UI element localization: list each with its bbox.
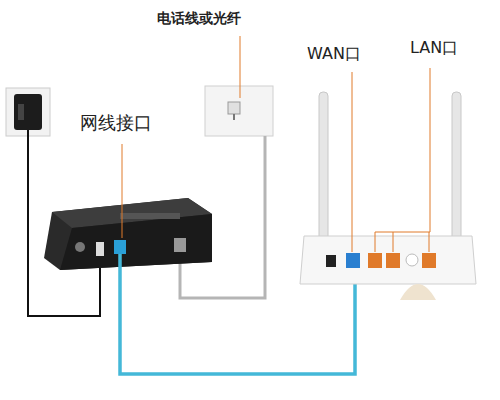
jack-plug <box>233 114 235 120</box>
router-lan-port <box>422 253 436 268</box>
lan-bracket <box>429 232 430 252</box>
jack-port <box>228 102 240 114</box>
port-label: WAN口 <box>305 44 363 63</box>
wall-jack <box>205 86 273 136</box>
router-wan-port <box>346 253 360 268</box>
leader-line <box>240 36 241 98</box>
modem-body <box>44 198 212 270</box>
router-power-port <box>326 255 336 267</box>
port-label: LAN口 <box>408 38 460 57</box>
leader-line <box>122 144 123 238</box>
lan-bracket <box>393 232 394 252</box>
cable-label: 电话线或光纤 <box>155 10 243 27</box>
modem-line-port <box>174 238 186 252</box>
modem-front <box>60 214 212 270</box>
router-stand <box>400 284 436 300</box>
antenna-right <box>452 92 461 252</box>
port-label: 网线接口 <box>78 112 154 134</box>
modem-button <box>75 242 85 252</box>
leader-line <box>430 68 431 232</box>
router-button <box>406 254 418 266</box>
router-lan-port <box>386 253 400 268</box>
antenna-left <box>319 92 328 252</box>
modem-lan-port <box>114 240 126 254</box>
leader-line <box>352 72 353 252</box>
router-body <box>300 236 476 284</box>
power-outlet <box>6 88 50 136</box>
router-lan-port <box>368 253 382 268</box>
power-adapter <box>14 94 42 130</box>
modem-power-port <box>96 242 104 256</box>
modem-logo <box>120 213 180 219</box>
lan-bracket <box>375 232 430 252</box>
adapter-mark <box>18 104 24 120</box>
